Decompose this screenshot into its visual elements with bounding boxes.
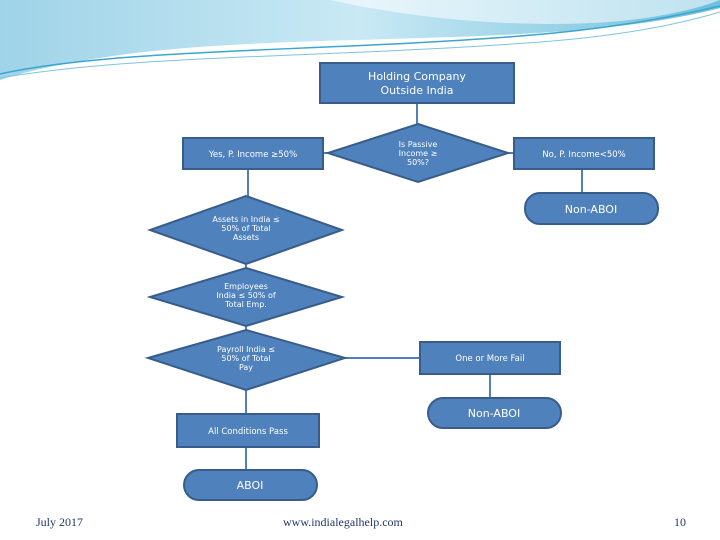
non-aboi-2-label: Non-ABOI [468, 407, 520, 420]
header-swoosh-decoration [0, 0, 720, 80]
node-non-aboi-2: Non-ABOI [427, 397, 562, 429]
assets-q-line1: Assets in India ≤ [212, 215, 279, 224]
holding-company-line2: Outside India [381, 84, 454, 97]
assets-q-line3: Assets [233, 233, 259, 242]
node-one-or-more-fail: One or More Fail [419, 341, 561, 375]
node-holding-company: Holding Company Outside India [319, 62, 515, 104]
non-aboi-1-label: Non-ABOI [565, 203, 617, 216]
employees-q-line1: Employees [224, 282, 268, 291]
passive-q-line3: 50%? [407, 158, 429, 167]
payroll-q-line2: 50% of Total [221, 354, 270, 363]
holding-company-line1: Holding Company [368, 70, 466, 83]
no-branch-label: No, P. Income<50% [542, 150, 625, 160]
yes-branch-label: Yes, P. Income ≥50% [208, 150, 297, 160]
footer-page-number: 10 [674, 515, 686, 529]
node-yes-branch: Yes, P. Income ≥50% [182, 137, 324, 170]
footer-url: www.indialegalhelp.com [283, 515, 403, 529]
aboi-label: ABOI [237, 479, 264, 492]
passive-q-line1: Is Passive [399, 140, 438, 149]
all-pass-label: All Conditions Pass [208, 427, 288, 437]
one-fail-label: One or More Fail [455, 354, 524, 364]
node-aboi: ABOI [183, 469, 318, 501]
payroll-q-line1: Payroll India ≤ [217, 345, 275, 354]
node-employees-decision: Employees India ≤ 50% of Total Emp. [146, 266, 346, 328]
node-payroll-decision: Payroll India ≤ 50% of Total Pay [144, 328, 349, 392]
node-all-conditions-pass: All Conditions Pass [176, 413, 320, 448]
footer-date: July 2017 [36, 515, 84, 529]
payroll-q-line3: Pay [239, 363, 253, 372]
node-assets-decision: Assets in India ≤ 50% of Total Assets [147, 194, 345, 266]
passive-q-line2: Income ≥ [399, 149, 438, 158]
node-non-aboi-1: Non-ABOI [524, 192, 659, 225]
node-no-branch: No, P. Income<50% [513, 137, 655, 170]
employees-q-line2: India ≤ 50% of [216, 291, 276, 300]
node-passive-income-decision: Is Passive Income ≥ 50%? [324, 122, 512, 184]
employees-q-line3: Total Emp. [224, 300, 267, 309]
assets-q-line2: 50% of Total [221, 224, 270, 233]
